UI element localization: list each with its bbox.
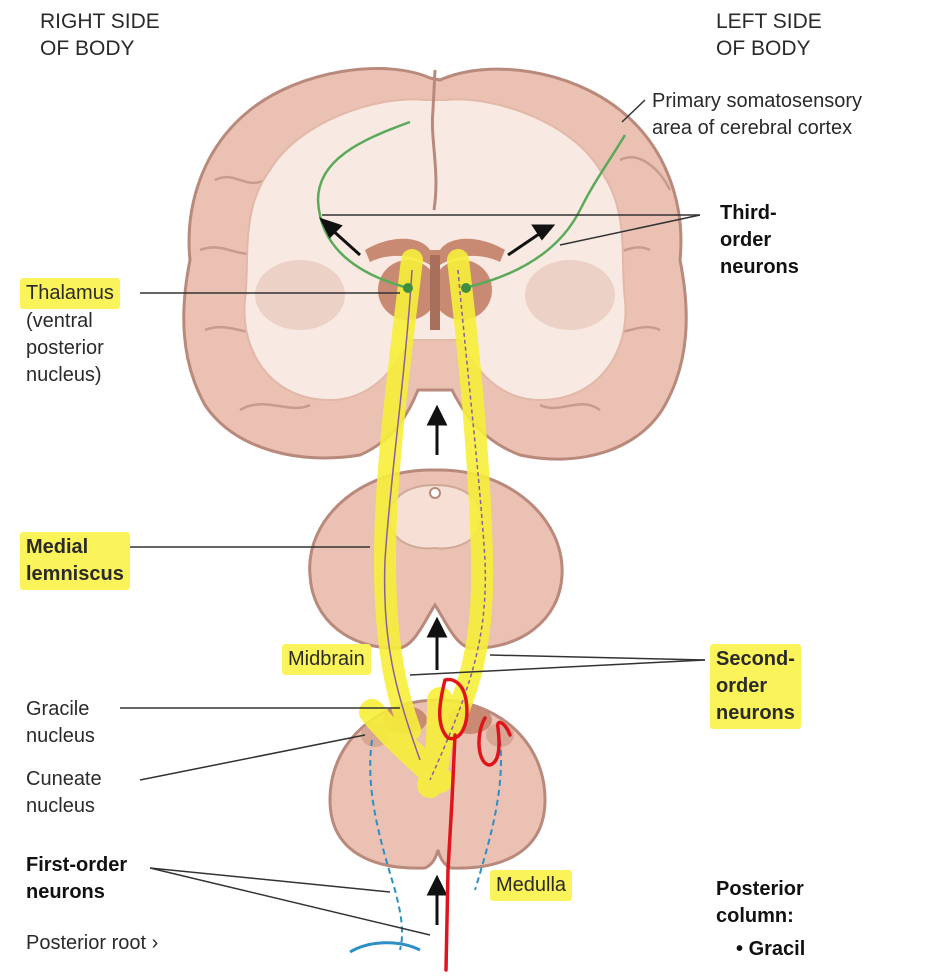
posterior-root-fiber (350, 943, 420, 952)
third-order-neurons-label: Third- order neurons (720, 200, 799, 281)
posterior-root-label: Posterior root › (26, 930, 158, 952)
medial-lemniscus-label: Medial lemniscus (20, 532, 130, 590)
second-order-neurons-label: Second- order neurons (710, 644, 801, 729)
third-ventricle (430, 255, 440, 330)
posterior-column-label: Posterior column: (716, 876, 804, 930)
right-side-label: RIGHT SIDE OF BODY (40, 8, 160, 62)
cerebral-aqueduct (430, 488, 440, 498)
thalamic-neuron-left (461, 283, 471, 293)
basal-nuclei-right (255, 260, 345, 330)
cerebrum-section (184, 68, 686, 459)
posterior-column-cut-label: • Gracil (736, 936, 805, 956)
first-order-neurons-label: First-order neurons (26, 852, 127, 906)
midbrain-label: Midbrain (282, 644, 371, 675)
medulla-label: Medulla (490, 870, 572, 901)
cuneate-nucleus-label: Cuneate nucleus (26, 766, 102, 820)
basal-nuclei-left (525, 260, 615, 330)
gracile-nucleus-label: Gracile nucleus (26, 696, 95, 750)
primary-somatosensory-label: Primary somatosensory area of cerebral c… (652, 88, 862, 142)
thalamus-label: Thalamus (20, 278, 120, 309)
left-side-label: LEFT SIDE OF BODY (716, 8, 822, 62)
thalamic-neuron-right (403, 283, 413, 293)
thalamus-sublabel: (ventral posterior nucleus) (26, 308, 104, 389)
